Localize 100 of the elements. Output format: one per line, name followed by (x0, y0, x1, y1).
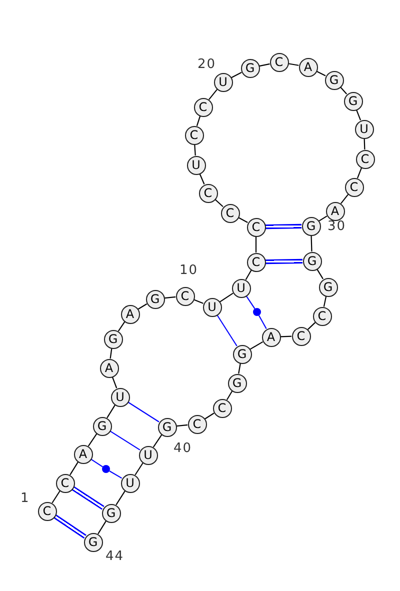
nucleotide-circle: G (232, 344, 252, 364)
backbone-line (164, 296, 176, 299)
nucleotide-circle: A (298, 58, 318, 76)
backbone-line (110, 348, 112, 359)
nucleotide-circle: U (354, 120, 374, 138)
dot-icon (102, 465, 110, 473)
nucleotide-circle: C (176, 286, 194, 306)
nucleotide-circle: U (202, 298, 222, 316)
backbone-line (138, 303, 148, 310)
nucleotide-circle: G (158, 418, 176, 436)
backbone-line (356, 168, 362, 178)
nucleotide-circle: G (302, 216, 320, 236)
base-pair-line (128, 402, 160, 422)
backbone-line (356, 110, 362, 120)
nucleotide-circle: A (74, 444, 92, 464)
nucleotide-circle: C (212, 398, 232, 418)
position-number: 44 (106, 548, 124, 564)
nucleotide-circle: C (184, 126, 204, 144)
backbone-line (238, 363, 241, 374)
backbone-line (340, 86, 348, 94)
backbone-line (220, 292, 234, 302)
position-number: 20 (198, 56, 216, 72)
nucleotide-circle: G (240, 58, 260, 78)
base-pair-line (54, 514, 86, 539)
base-pair-line (109, 470, 122, 479)
backbone-line (152, 434, 162, 448)
backbone-line (134, 462, 144, 476)
nucleotide-circle: C (246, 218, 266, 236)
nucleotide-circle: C (270, 52, 288, 72)
base-pair-line (216, 314, 238, 346)
backbone-line (204, 412, 214, 420)
nucleotide-circle: C (194, 98, 212, 116)
nucleotide-circle: U (232, 278, 250, 298)
nucleotide-circle: U (110, 388, 130, 406)
nucleotide-circle: C (56, 474, 74, 492)
backbone-line (70, 462, 78, 476)
backbone-line (112, 376, 118, 388)
backbone-line (255, 236, 257, 252)
position-number: 30 (328, 218, 346, 234)
base-pair-line (90, 458, 103, 468)
backbone-line (194, 299, 204, 304)
base-pair-line (265, 224, 302, 230)
nucleotide-circle: G (84, 532, 102, 552)
nucleotide-circle: G (302, 252, 322, 270)
backbone-line (308, 322, 316, 330)
base-pair-line (110, 430, 140, 450)
nucleotide-circle: U (186, 156, 206, 174)
base-pair-line (258, 315, 267, 329)
backbone-line (118, 322, 126, 332)
position-number: 10 (180, 262, 198, 278)
position-number: 40 (174, 440, 192, 456)
nucleotide-circle: G (102, 504, 120, 522)
backbone-line (176, 424, 188, 427)
backbone-line (238, 217, 248, 223)
nucleotide-circle: A (100, 358, 118, 378)
nucleotide-circle: G (324, 70, 344, 90)
backbone-line (250, 341, 264, 350)
base-pair-line (72, 486, 104, 510)
nucleotide-circle: C (38, 502, 56, 520)
nucleotide-circle: G (318, 278, 338, 296)
backbone-line (194, 144, 196, 156)
nucleotide-circle: C (344, 178, 364, 196)
nucleotide-circle: U (214, 72, 232, 92)
nucleotide-circle: A (262, 328, 280, 346)
backbone-line (316, 70, 326, 76)
backbone-line (280, 336, 292, 338)
nucleotide-circle: C (246, 252, 266, 272)
backbone-line (208, 89, 218, 100)
backbone-line (116, 490, 126, 506)
backbone-line (288, 63, 299, 66)
nucleotide-circle: U (120, 474, 140, 492)
nucleotide-circle: A (326, 202, 344, 220)
nucleotide-circle: G (104, 330, 122, 348)
nucleotide-circle: G (344, 92, 362, 110)
backbone-line (340, 194, 349, 204)
nucleotide-circle: U (138, 446, 158, 464)
nucleotide-circle: G (146, 290, 164, 308)
backbone-line (226, 390, 233, 400)
base-pair-line (265, 258, 303, 264)
backbone-line (52, 490, 60, 504)
nucleotide-circle: C (356, 150, 374, 168)
dot-icon (253, 308, 261, 316)
backbone-line (316, 268, 324, 280)
backbone-line (318, 216, 328, 222)
backbone-line (364, 138, 366, 150)
backbone-line (199, 174, 205, 184)
backbone-line (259, 63, 270, 67)
backbone-line (310, 235, 312, 252)
nucleotide-circle: C (198, 184, 218, 202)
position-number: 1 (20, 490, 30, 506)
backbone-line (245, 270, 252, 280)
backbone-line (98, 520, 106, 534)
backbone-line (323, 296, 327, 307)
backbone-line (106, 404, 116, 418)
backbone-line (214, 198, 224, 208)
base-pair-line (246, 296, 256, 309)
nucleotide-circle: C (220, 204, 240, 222)
nucleotide-circle: C (188, 414, 206, 434)
nucleotide-circle: C (292, 326, 310, 346)
backbone-line (196, 116, 201, 126)
